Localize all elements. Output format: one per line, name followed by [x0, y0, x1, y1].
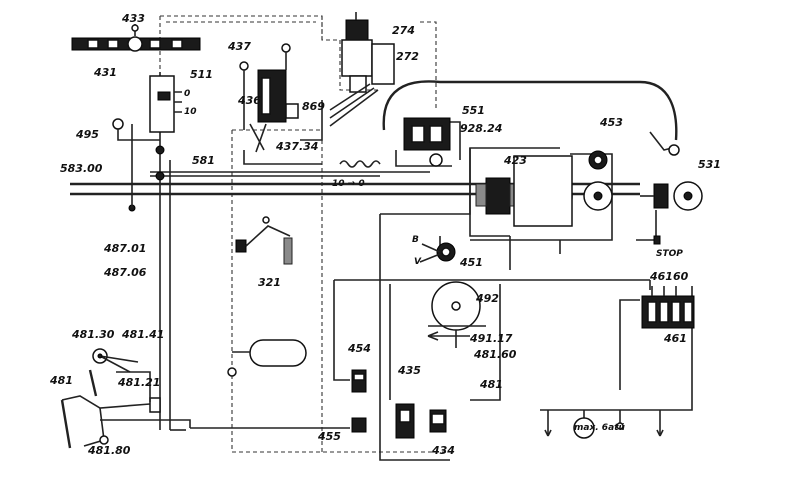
- label-453: 453: [599, 116, 623, 129]
- cylinder-434: [429, 409, 447, 433]
- label-487-01: 487.01: [103, 242, 146, 255]
- callout-labels: 433 274 272 431 437 511 436 869 551 928.…: [49, 12, 721, 457]
- label-455: 455: [317, 430, 341, 443]
- outlet-arrows: [544, 422, 664, 437]
- label-451: 451: [459, 256, 483, 269]
- label-mark-v: V: [414, 257, 422, 267]
- label-gauge-max: max. 6atü: [574, 423, 625, 433]
- overhead-curved-pipe: [382, 80, 678, 141]
- pressure-gauge-492: [428, 281, 486, 348]
- label-491-17: 491.17: [469, 332, 513, 345]
- label-454: 454: [347, 342, 371, 355]
- valve-451: [419, 242, 456, 263]
- dashed-control-lines: [159, 15, 448, 453]
- label-mark-b: B: [412, 235, 419, 245]
- label-321: 321: [258, 276, 281, 289]
- label-stop: STOP: [656, 249, 683, 259]
- label-431: 431: [93, 66, 117, 79]
- valve-454: [351, 369, 367, 393]
- brake-cylinder-551: [395, 117, 452, 167]
- spring-coil: [339, 160, 381, 168]
- cylinder-435: [395, 403, 415, 439]
- valve-453: [583, 150, 613, 211]
- handwheel: [513, 155, 573, 227]
- distributor-461: [641, 286, 695, 329]
- label-scale-10: 10: [184, 107, 197, 117]
- air-reservoir: [227, 339, 307, 377]
- label-511: 511: [190, 68, 213, 81]
- label-274: 274: [392, 24, 415, 37]
- valve-455: [351, 417, 367, 433]
- label-437: 437: [227, 40, 251, 53]
- label-433: 433: [121, 12, 145, 25]
- label-481-21: 481.21: [117, 376, 160, 389]
- label-481-41: 481.41: [121, 328, 164, 341]
- direction-arrow: [427, 331, 470, 341]
- label-423: 423: [503, 154, 527, 167]
- joint-583: [128, 124, 165, 212]
- label-581: 581: [192, 154, 215, 167]
- pressure-gauge-max: [573, 417, 595, 439]
- label-928-24: 928.24: [460, 122, 502, 135]
- brake-disc-531: [640, 131, 703, 211]
- relay-valve-437: [239, 43, 299, 153]
- label-492: 492: [475, 292, 499, 305]
- stop-lever: [636, 210, 661, 245]
- main-pipes: [70, 72, 693, 461]
- label-583-00: 583.00: [60, 162, 103, 175]
- label-481-60: 481.60: [473, 348, 517, 361]
- lever-mechanism-481: [60, 348, 161, 449]
- valve-495: [112, 118, 160, 141]
- label-direction: 10 → 0: [332, 179, 365, 189]
- label-481-80: 481.80: [87, 444, 131, 457]
- label-46160: 46160: [649, 270, 689, 283]
- label-869: 869: [302, 100, 325, 113]
- label-scale-0: 0: [184, 89, 190, 99]
- label-551: 551: [462, 104, 485, 117]
- label-435: 435: [397, 364, 421, 377]
- valve-bank-431: [71, 24, 201, 52]
- pressure-switch-511: [149, 75, 182, 133]
- label-437-34: 437.34: [275, 140, 318, 153]
- label-481-left: 481: [49, 374, 73, 387]
- label-481-30: 481.30: [71, 328, 115, 341]
- label-487-06: 487.06: [103, 266, 147, 279]
- label-495: 495: [75, 128, 99, 141]
- linkage-321: [235, 216, 293, 265]
- label-436: 436: [237, 94, 261, 107]
- label-434: 434: [431, 444, 455, 457]
- label-272: 272: [396, 50, 419, 63]
- label-461: 461: [663, 332, 687, 345]
- label-531: 531: [698, 158, 721, 171]
- filter-unit-274-272: [329, 12, 395, 127]
- label-481-right: 481: [479, 378, 503, 391]
